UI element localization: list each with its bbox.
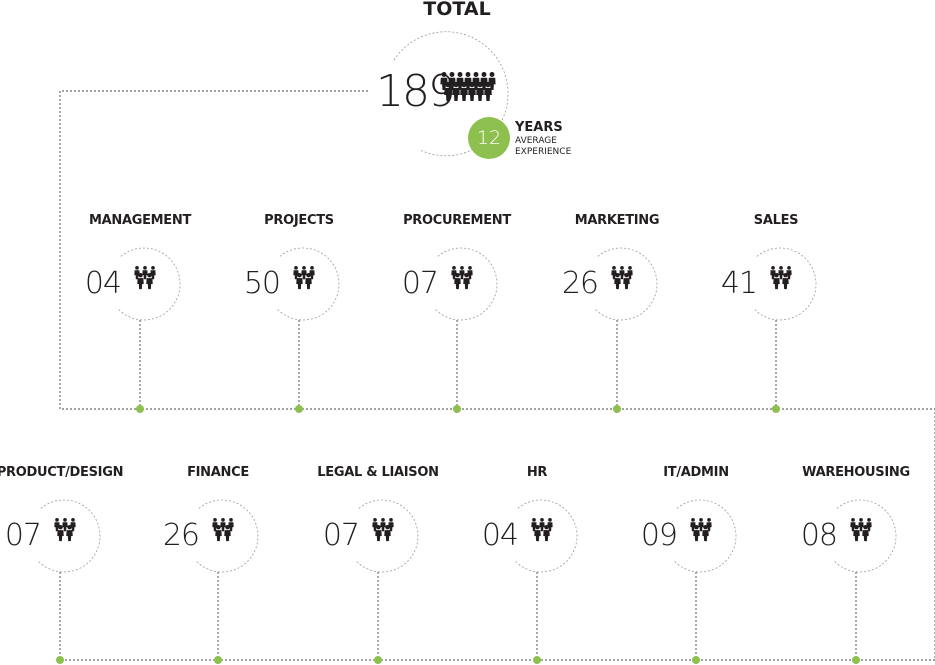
dept-node-dot-finance [214, 656, 222, 664]
dept-count-it-admin: 09 [640, 518, 678, 553]
dept-node-dot-procurement [453, 405, 461, 413]
dept-count-sales: 41 [720, 266, 758, 301]
dept-circle-projects [277, 247, 340, 321]
people-icon [211, 518, 235, 552]
dept-count-product-design: 07 [4, 518, 42, 553]
dept-node-dot-product-design [56, 656, 64, 664]
people-icon [849, 518, 873, 552]
dept-circle-marketing [595, 247, 658, 321]
dept-node-dot-legal-liaison [374, 656, 382, 664]
people-icon [133, 266, 157, 300]
dept-count-finance: 26 [162, 518, 200, 553]
dept-label-warehousing: WAREHOUSING [802, 465, 910, 480]
dept-label-projects: PROJECTS [264, 213, 334, 228]
dept-circle-it-admin [674, 499, 737, 573]
dept-circle-procurement [435, 247, 498, 321]
people-icon [450, 266, 474, 300]
dept-label-legal-liaison: LEGAL & LIAISON [317, 465, 439, 480]
years-sub-average: AVERAGE [515, 136, 557, 146]
dept-node-dot-hr [533, 656, 541, 664]
dept-count-management: 04 [84, 266, 122, 301]
dept-count-procurement: 07 [401, 266, 439, 301]
years-label: YEARS [515, 120, 563, 135]
dept-circle-sales [754, 247, 817, 321]
people-icon [371, 518, 395, 552]
dept-count-warehousing: 08 [800, 518, 838, 553]
dept-node-dot-management [136, 405, 144, 413]
total-connector [59, 90, 935, 661]
total-circle-arc [393, 31, 509, 157]
people-icon [530, 518, 554, 552]
dept-circle-legal-liaison [356, 499, 419, 573]
dept-label-marketing: MARKETING [574, 213, 660, 228]
dept-node-dot-marketing [613, 405, 621, 413]
dept-label-product-design: PRODUCT/DESIGN [0, 465, 124, 480]
dept-node-dot-sales [772, 405, 780, 413]
dept-label-procurement: PROCUREMENT [403, 213, 511, 228]
dept-label-management: MANAGEMENT [88, 213, 192, 228]
years-badge: 12 [468, 117, 510, 159]
years-sub: AVERAGE EXPERIENCE [515, 136, 571, 158]
dept-circle-hr [515, 499, 578, 573]
dept-node-dot-it-admin [692, 656, 700, 664]
dept-circle-warehousing [834, 499, 897, 573]
dept-count-legal-liaison: 07 [322, 518, 360, 553]
dept-count-projects: 50 [243, 266, 281, 301]
dept-count-marketing: 26 [561, 266, 599, 301]
years-sub-experience: EXPERIENCE [515, 147, 572, 157]
people-icon [292, 266, 316, 300]
people-group-icon [440, 72, 498, 112]
people-icon [610, 266, 634, 300]
dept-circle-finance [196, 499, 259, 573]
people-icon [769, 266, 793, 300]
dept-node-dot-warehousing [852, 656, 860, 664]
dept-label-finance: FINANCE [187, 465, 249, 480]
dept-node-dot-projects [295, 405, 303, 413]
people-icon [689, 518, 713, 552]
dept-label-sales: SALES [753, 213, 799, 228]
dept-circle-product-design [38, 499, 101, 573]
dept-circle-management [118, 247, 181, 321]
dept-label-hr: HR [526, 465, 548, 480]
people-icon [53, 518, 77, 552]
dept-count-hr: 04 [481, 518, 519, 553]
dept-label-it-admin: IT/ADMIN [663, 465, 729, 480]
total-title: TOTAL [423, 0, 491, 20]
